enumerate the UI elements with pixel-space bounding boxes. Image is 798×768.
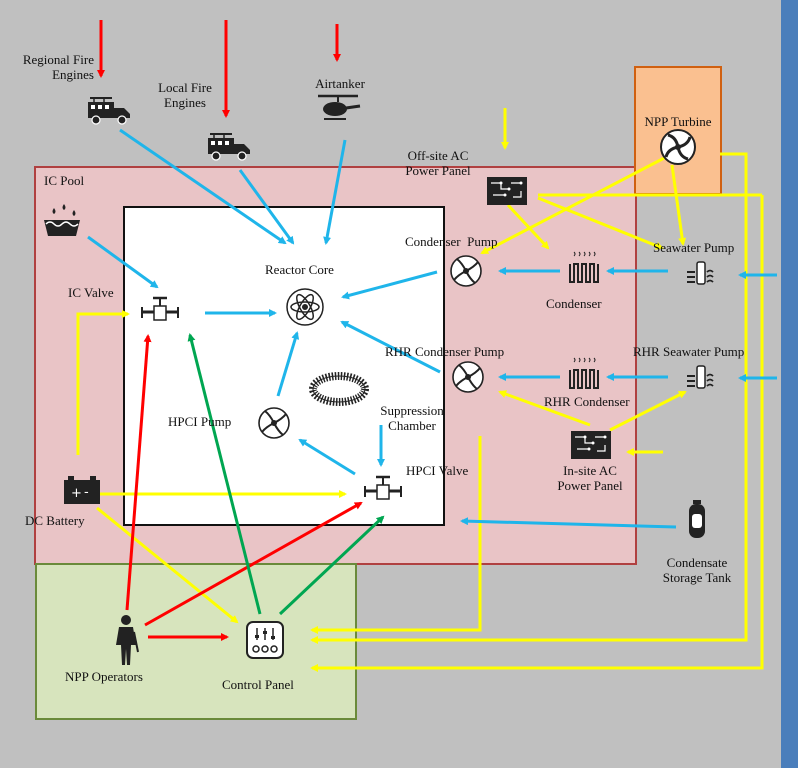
operator-icon	[116, 615, 139, 665]
green-arrows	[187, 333, 385, 616]
atom-icon	[286, 288, 324, 326]
right-bar	[781, 0, 798, 768]
ic-valve-label: IC Valve	[68, 285, 114, 300]
pump-icon	[450, 255, 482, 287]
control-panel-label: Control Panel	[222, 677, 294, 692]
condenser-pump-label: Condenser Pump	[405, 234, 498, 249]
red-arrows	[97, 20, 363, 641]
condenser-label: Condenser	[546, 296, 602, 311]
circuit-board-icon	[570, 430, 612, 460]
hpci-pump-label: HPCI Pump	[168, 414, 232, 429]
rhr-condenser-pump-label: RHR Condenser Pump	[385, 344, 505, 359]
torus-icon	[309, 372, 369, 406]
battery-icon: + -	[64, 476, 100, 504]
reactor-box	[123, 206, 445, 526]
control-panel-icon	[246, 621, 284, 659]
blue-arrows	[87, 128, 777, 529]
turbine-icon	[660, 129, 696, 165]
rhr-condenser-label: RHR Condenser	[544, 394, 630, 409]
npp-operators-label: NPP Operators	[65, 669, 143, 684]
pump-icon	[452, 361, 484, 393]
svg-text:+: +	[71, 486, 82, 501]
insite-ac-label: In-site AC Power Panel	[557, 463, 623, 493]
seawater-pump-icon	[686, 261, 714, 285]
svg-text:-: -	[84, 485, 89, 500]
seawater-pump-label: Seawater Pump	[653, 240, 735, 255]
reactor-core-label: Reactor Core	[265, 262, 334, 277]
helicopter-icon	[318, 94, 361, 120]
condensate-storage-tank-label: Condensate Storage Tank	[662, 555, 732, 585]
rhr-seawater-pump-label: RHR Seawater Pump	[633, 344, 745, 359]
water-pool-icon	[44, 204, 80, 236]
fire-truck-icon	[87, 97, 131, 125]
pump-icon	[258, 407, 290, 439]
seawater-pump-icon	[686, 365, 714, 389]
ic-pool-label: IC Pool	[44, 173, 85, 188]
regional-fire-engines-label: Regional Fire Engines	[22, 52, 94, 82]
tank-icon	[689, 500, 705, 538]
circuit-board-icon	[486, 176, 528, 206]
airtanker-label: Airtanker	[315, 76, 365, 91]
yellow-arrows	[76, 108, 764, 672]
suppression-chamber-label: Suppression Chamber	[380, 403, 444, 433]
offsite-ac-label: Off-site AC Power Panel	[405, 148, 471, 178]
fire-truck-icon	[207, 133, 251, 161]
local-fire-engines-label: Local Fire Engines	[158, 80, 212, 110]
npp-turbine-label: NPP Turbine	[644, 114, 712, 129]
hpci-valve-label: HPCI Valve	[406, 463, 469, 478]
dc-battery-label: DC Battery	[25, 513, 85, 528]
